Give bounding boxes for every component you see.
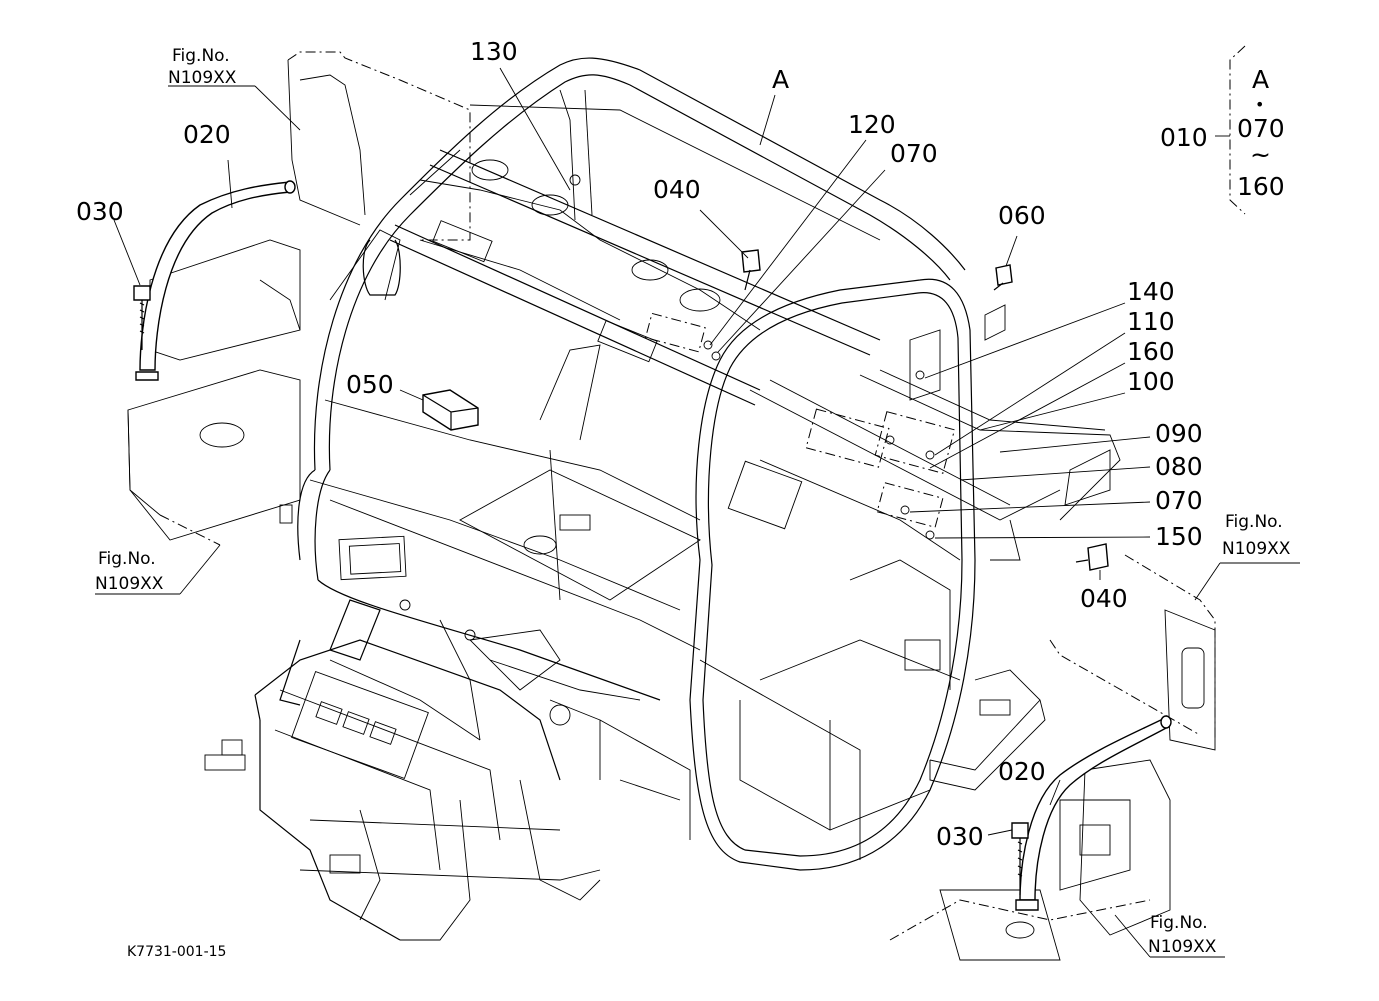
assembly-bracket bbox=[1215, 45, 1246, 215]
right-fender-phantom bbox=[889, 554, 1216, 961]
callout-100: 100 bbox=[1127, 367, 1175, 396]
fig-ref-top-left-number: N109XX bbox=[168, 68, 237, 88]
fig-ref-mid-right-title: Fig.No. bbox=[1225, 512, 1283, 532]
bracket-top-A: A bbox=[1252, 65, 1269, 94]
callout-130: 130 bbox=[470, 37, 518, 66]
right-handrail bbox=[1015, 715, 1172, 911]
fig-ref-top-left-title: Fig.No. bbox=[172, 46, 230, 66]
bracket-from-070: 070 bbox=[1237, 114, 1285, 143]
callout-020-right: 020 bbox=[998, 757, 1046, 786]
fig-ref-bottom-right-number: N109XX bbox=[1148, 937, 1217, 957]
block-050 bbox=[422, 389, 479, 431]
bracket-parent-010: 010 bbox=[1160, 123, 1208, 152]
bolt-040-right bbox=[1075, 543, 1109, 571]
callout-030-right: 030 bbox=[936, 822, 984, 851]
callout-060: 060 bbox=[998, 201, 1046, 230]
fig-ref-mid-right-number: N109XX bbox=[1222, 539, 1291, 559]
left-handrail bbox=[135, 180, 296, 381]
callout-150: 150 bbox=[1155, 522, 1203, 551]
bolt-040-top bbox=[741, 249, 761, 291]
callout-070-top: 070 bbox=[890, 139, 938, 168]
callout-110: 110 bbox=[1127, 307, 1175, 336]
right-bolt-030 bbox=[1011, 822, 1029, 895]
left-fender-phantom bbox=[127, 51, 471, 546]
leader-lines bbox=[95, 67, 1300, 958]
callout-080: 080 bbox=[1155, 452, 1203, 481]
bracket-to-160: 160 bbox=[1237, 172, 1285, 201]
callout-040-right: 040 bbox=[1080, 584, 1128, 613]
callout-labels: Fig.No. N109XX Fig.No. N109XX Fig.No. N1… bbox=[76, 37, 1291, 960]
cab-frame bbox=[297, 57, 1121, 871]
callout-020-left: 020 bbox=[183, 120, 231, 149]
drawing-code: K7731-001-15 bbox=[127, 944, 226, 960]
fig-ref-bottom-right-title: Fig.No. bbox=[1150, 913, 1208, 933]
front-subframe bbox=[204, 599, 691, 941]
fig-ref-mid-left-title: Fig.No. bbox=[98, 549, 156, 569]
bracket-tilde: ~ bbox=[1250, 140, 1271, 169]
callout-030-left: 030 bbox=[76, 197, 124, 226]
callout-040-top: 040 bbox=[653, 175, 701, 204]
callout-120: 120 bbox=[848, 110, 896, 139]
bracket-dot: • bbox=[1255, 95, 1264, 114]
callout-160: 160 bbox=[1127, 337, 1175, 366]
callout-050: 050 bbox=[346, 370, 394, 399]
left-bolt-030 bbox=[133, 285, 151, 350]
fig-ref-mid-left-number: N109XX bbox=[95, 574, 164, 594]
callout-090: 090 bbox=[1155, 419, 1203, 448]
bolt-060 bbox=[993, 264, 1013, 291]
callout-070-right: 070 bbox=[1155, 486, 1203, 515]
callout-A: A bbox=[772, 65, 789, 94]
callout-140: 140 bbox=[1127, 277, 1175, 306]
